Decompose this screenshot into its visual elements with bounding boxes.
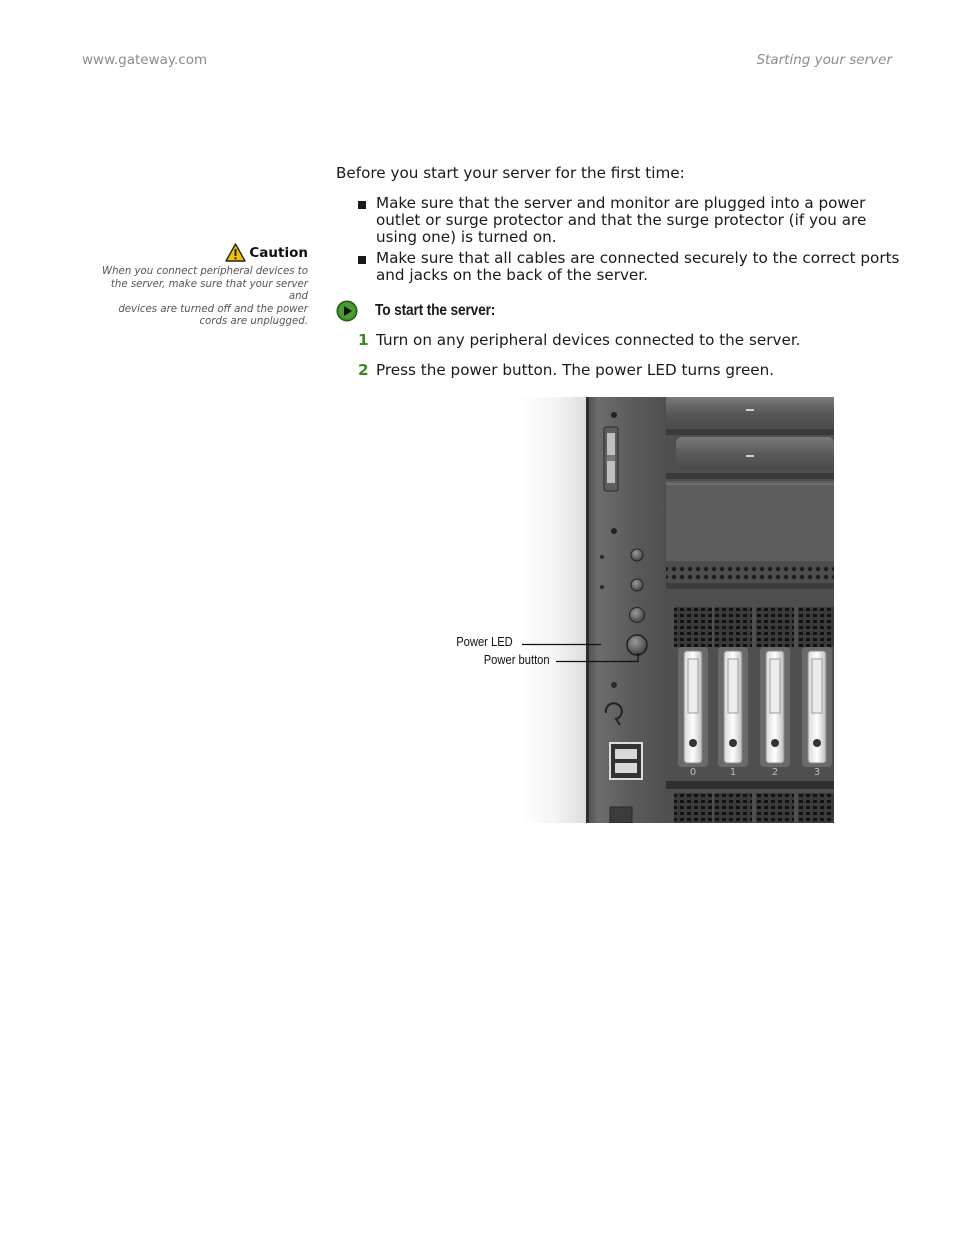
bay-number: 3 bbox=[814, 767, 820, 778]
caution-heading: Caution bbox=[225, 243, 308, 262]
procedure-heading: To start the server: bbox=[336, 300, 515, 322]
list-item: Make sure that the server and monitor ar… bbox=[358, 195, 903, 246]
procedure-step: 1 Turn on any peripheral devices connect… bbox=[358, 332, 903, 349]
bay-number: 1 bbox=[730, 767, 736, 778]
warning-icon bbox=[225, 243, 247, 262]
bay-number: 2 bbox=[772, 767, 778, 778]
play-arrow-icon bbox=[336, 300, 358, 322]
power-led-callout: Power LED bbox=[456, 634, 513, 649]
step-text: Turn on any peripheral devices connected… bbox=[376, 331, 801, 349]
caution-title: Caution bbox=[249, 244, 308, 261]
intro-paragraph: Before you start your server for the fir… bbox=[336, 164, 685, 182]
step-text: Press the power button. The power LED tu… bbox=[376, 361, 775, 379]
list-item-text: Make sure that the server and monitor ar… bbox=[376, 194, 867, 246]
caution-line: devices are turned off and the power bbox=[118, 303, 308, 315]
caution-line: the server, make sure that your server a… bbox=[110, 278, 308, 303]
procedure-title: To start the server: bbox=[375, 302, 496, 319]
caution-text: When you connect peripheral devices to t… bbox=[100, 266, 308, 329]
step-number: 2 bbox=[358, 361, 369, 379]
bullet-square-icon bbox=[358, 256, 366, 264]
caution-line: cords are unplugged. bbox=[199, 316, 308, 327]
prerequisite-list: Make sure that the server and monitor ar… bbox=[358, 195, 903, 288]
header-site-url: www.gateway.com bbox=[82, 52, 208, 68]
header-section-title: Starting your server bbox=[756, 52, 892, 68]
caution-line: When you connect peripheral devices to bbox=[102, 266, 308, 277]
caution-note: Caution When you connect peripheral devi… bbox=[100, 243, 308, 329]
list-item: Make sure that all cables are connected … bbox=[358, 250, 903, 284]
power-button-callout: Power button bbox=[484, 652, 550, 667]
list-item-text: Make sure that all cables are connected … bbox=[376, 249, 900, 284]
bay-number: 0 bbox=[690, 767, 696, 778]
step-number: 1 bbox=[358, 331, 369, 349]
server-front-panel-image: 0 1 2 3 bbox=[518, 397, 834, 823]
bullet-square-icon bbox=[358, 201, 366, 209]
procedure-step: 2 Press the power button. The power LED … bbox=[358, 362, 903, 379]
